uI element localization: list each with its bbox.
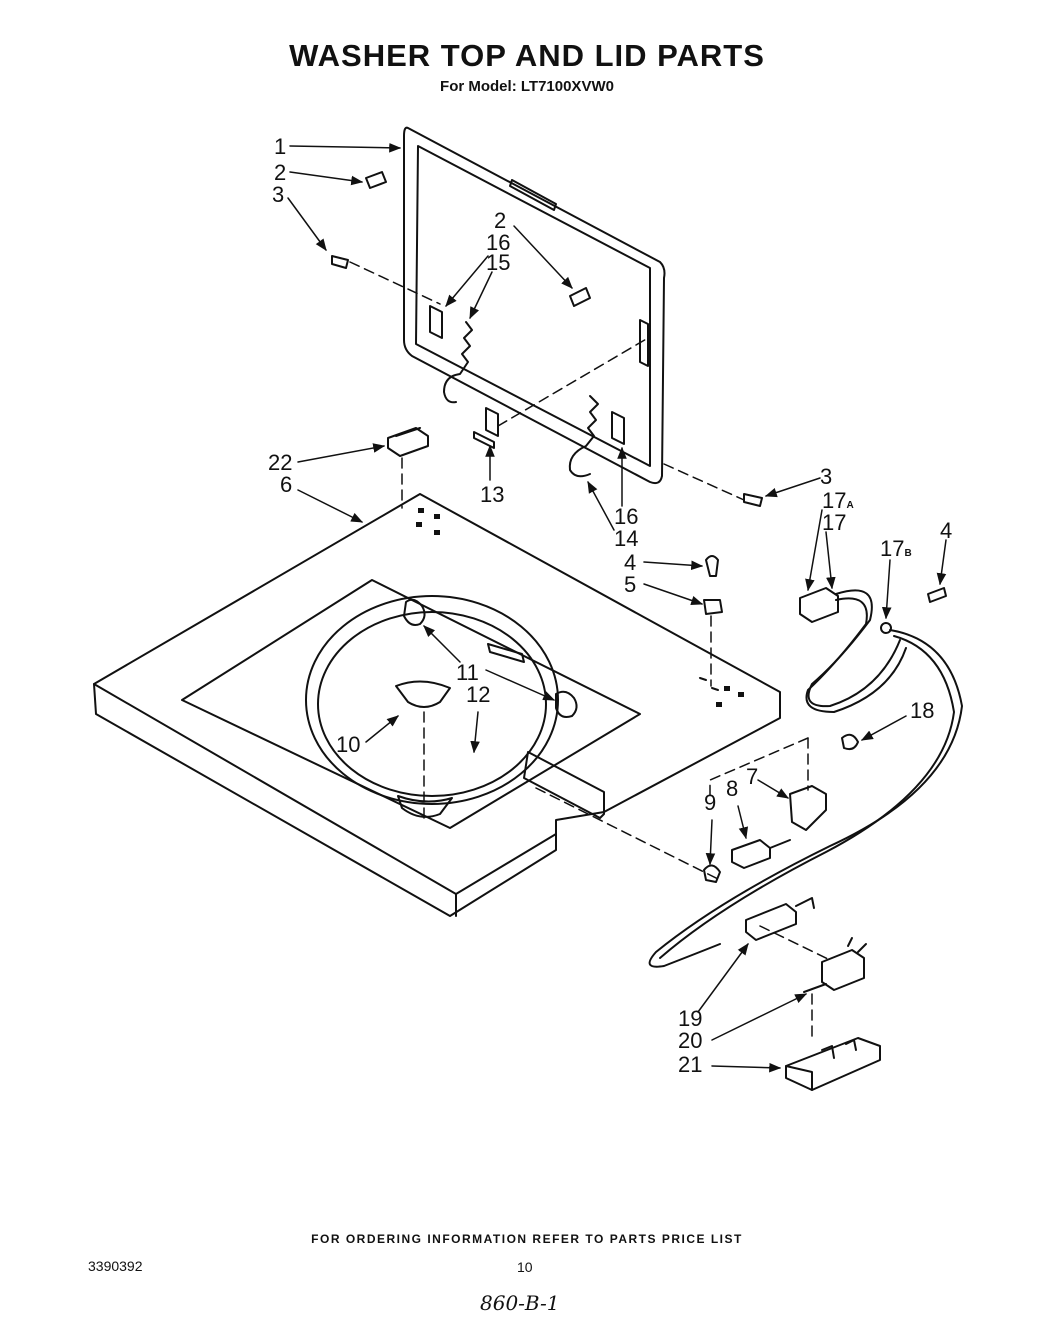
lid-hinge-left (429, 305, 473, 404)
callout-18: 18 (910, 698, 934, 723)
callout-19: 19 (678, 1006, 702, 1031)
ordering-note: FOR ORDERING INFORMATION REFER TO PARTS … (311, 1232, 743, 1246)
lid-bracket-13 (473, 407, 499, 449)
callout-leaders (287, 143, 947, 1073)
plunger-8 (731, 839, 791, 869)
callout-11: 11 (456, 660, 479, 685)
switch-20 (803, 937, 867, 993)
callout-1: 1 (274, 134, 286, 159)
lid-frame-part (403, 126, 666, 485)
callout-6: 6 (280, 472, 292, 497)
screw-4-right (927, 587, 947, 603)
screw-3-right (743, 493, 763, 507)
callout-17: 17 (822, 510, 846, 535)
page-number: 10 (517, 1259, 533, 1275)
callout-17b-suffix: B (904, 548, 911, 559)
alignment-lines (349, 261, 831, 1041)
callout-16a: 16 (486, 230, 510, 255)
callout-22: 22 (268, 450, 292, 475)
callout-3a: 3 (272, 182, 284, 207)
callout-9: 9 (704, 790, 716, 815)
callout-3b: 3 (820, 464, 832, 489)
callout-12: 12 (466, 682, 490, 707)
callout-13: 13 (480, 482, 504, 507)
bumper-2-left (365, 171, 387, 189)
document-number: 3390392 (88, 1258, 143, 1274)
callout-2b: 2 (494, 208, 506, 233)
actuator-7 (789, 785, 827, 831)
callout-21: 21 (678, 1052, 702, 1077)
handwritten-note: 860-B-1 (480, 1291, 560, 1315)
page-title: WASHER TOP AND LID PARTS (289, 38, 765, 73)
callout-17a-suffix: A (846, 500, 853, 511)
callout-16b: 16 (614, 504, 638, 529)
callout-7: 7 (746, 764, 758, 789)
bumper-2-right (569, 287, 591, 307)
lid-switch-22 (387, 427, 429, 457)
wire-harness-17 (648, 587, 963, 968)
callout-17a-number: 17 (822, 488, 846, 513)
callout-20: 20 (678, 1028, 702, 1053)
callout-2a: 2 (274, 160, 286, 185)
callout-4a: 4 (624, 550, 636, 575)
connector-19 (745, 897, 815, 941)
lid-hinge-right (568, 395, 625, 478)
callout-5: 5 (624, 572, 636, 597)
washer-top-part (93, 493, 781, 917)
switch-housing-21 (785, 1037, 881, 1091)
screw-4-top (705, 555, 719, 577)
callout-17b-number: 17 (880, 536, 904, 561)
grommet-5 (703, 599, 723, 615)
callout-17b: 17B (880, 536, 912, 561)
callout-15: 15 (486, 250, 510, 275)
callout-4b: 4 (940, 518, 952, 543)
callout-10: 10 (336, 732, 360, 757)
callout-14: 14 (614, 526, 638, 551)
model-subtitle: For Model: LT7100XVW0 (440, 78, 614, 95)
callout-8: 8 (726, 776, 738, 801)
clip-9 (703, 864, 721, 883)
clip-18 (841, 733, 859, 751)
callout-17a: 17A (822, 488, 854, 513)
screw-3-left (331, 255, 349, 269)
